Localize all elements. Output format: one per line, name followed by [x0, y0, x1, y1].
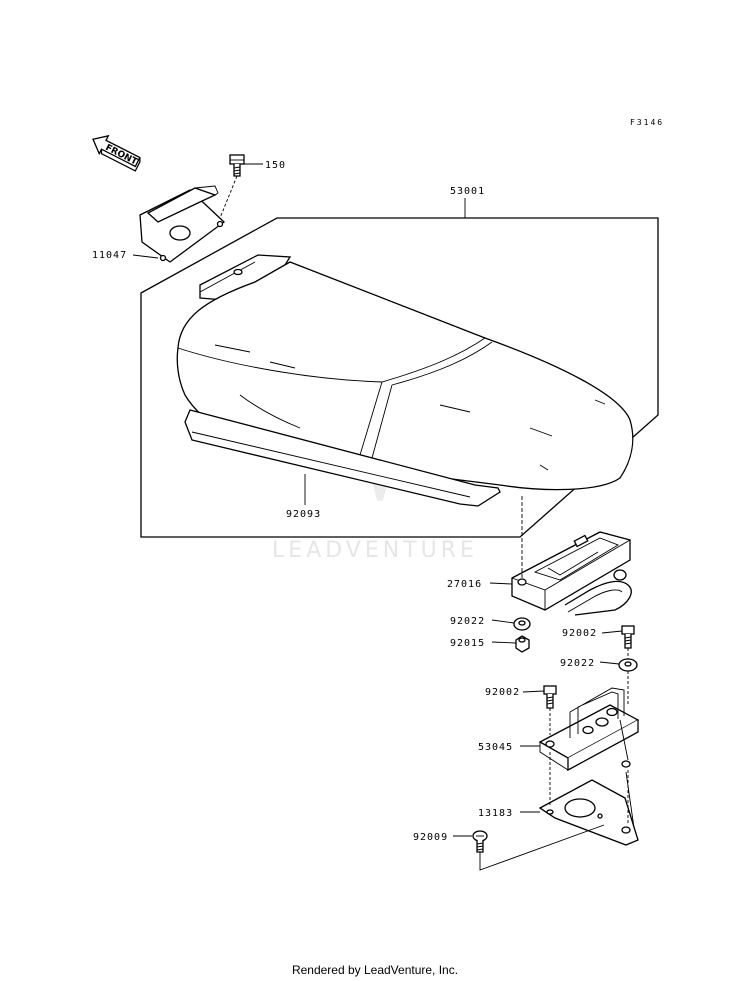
- label-92002-left: 92002: [485, 687, 520, 698]
- label-92022-lower: 92022: [560, 658, 595, 669]
- label-92093: 92093: [286, 509, 321, 520]
- label-13183: 13183: [478, 808, 513, 819]
- washer-92022-lower[interactable]: [618, 658, 638, 705]
- washer-92022-upper[interactable]: [513, 617, 531, 631]
- seat-assembly-outline: [140, 198, 659, 538]
- label-150: 150: [265, 160, 286, 171]
- figure-code: F3146: [630, 118, 664, 127]
- plate-13183[interactable]: [538, 752, 639, 846]
- bolt-92002-right[interactable]: [621, 625, 635, 660]
- label-27016: 27016: [447, 579, 482, 590]
- seat-53001[interactable]: [176, 254, 634, 491]
- bolt-150[interactable]: [219, 154, 263, 219]
- screw-92009[interactable]: [472, 824, 605, 871]
- hook-53045[interactable]: [538, 687, 640, 772]
- label-92015: 92015: [450, 638, 485, 649]
- hook-27016[interactable]: [511, 496, 632, 616]
- label-11047: 11047: [92, 250, 127, 261]
- watermark-text: LEADVENTURE: [272, 538, 478, 563]
- footer-credit: Rendered by LeadVenture, Inc.: [291, 963, 459, 977]
- seat-base-92093[interactable]: [184, 409, 501, 507]
- front-arrow-icon: FRONT: [92, 134, 141, 172]
- label-92022-upper: 92022: [450, 616, 485, 627]
- label-53001: 53001: [450, 186, 485, 197]
- bolt-92002-left[interactable]: [543, 685, 557, 735]
- nut-92015[interactable]: [515, 635, 530, 653]
- label-53045: 53045: [478, 742, 513, 753]
- bracket-11047[interactable]: [139, 185, 226, 263]
- label-92009: 92009: [413, 832, 448, 843]
- label-92002-right: 92002: [562, 628, 597, 639]
